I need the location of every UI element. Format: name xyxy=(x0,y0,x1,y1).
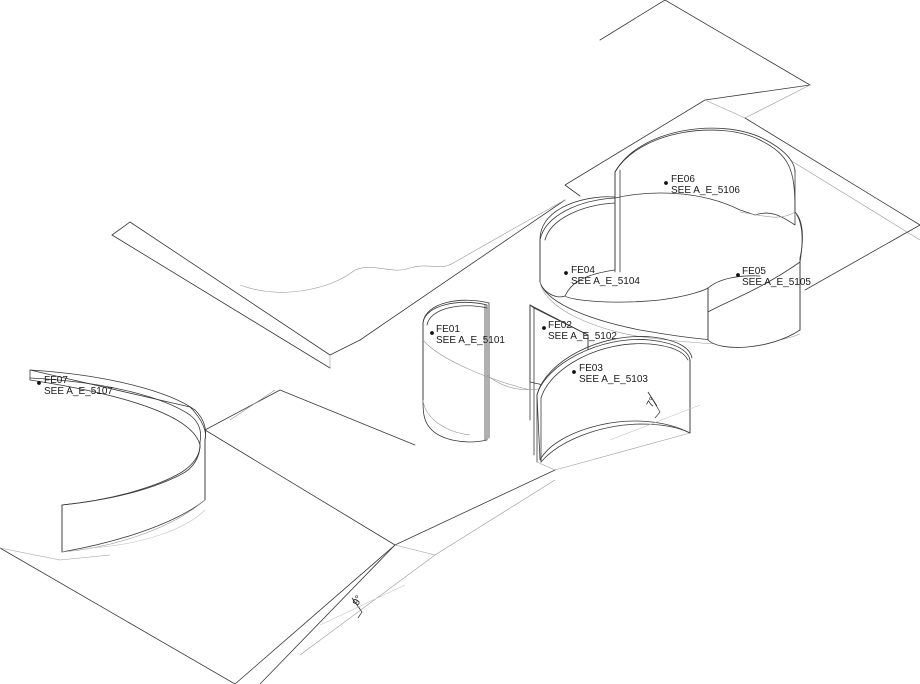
callout-code: FE07 xyxy=(44,375,68,386)
callout-fe07: FE07 SEE A_E_5107 xyxy=(37,375,113,397)
callout-ref: SEE A_E_5102 xyxy=(548,331,617,342)
callout-code: FE05 xyxy=(742,266,766,277)
callout-ref: SEE A_E_5103 xyxy=(579,374,648,385)
callout-fe05: FE05 SEE A_E_5105 xyxy=(736,266,811,288)
callout-code: FE02 xyxy=(548,320,572,331)
callout-ref: SEE A_E_5106 xyxy=(671,185,740,196)
callout-ref: SEE A_E_5105 xyxy=(742,277,811,288)
slope-angle-label-ramp: 9° xyxy=(351,594,365,608)
slope-dimension-ramp: 9° xyxy=(319,584,406,626)
callout-code: FE03 xyxy=(579,363,603,374)
callout-ref: SEE A_E_5107 xyxy=(44,386,113,397)
callout-code: FE01 xyxy=(436,324,460,335)
callout-ref: SEE A_E_5101 xyxy=(436,335,505,346)
slope-angle-label-right: 7° xyxy=(645,396,659,410)
wall-fe03 xyxy=(536,336,693,471)
callout-fe06: FE06 SEE A_E_5106 xyxy=(664,174,740,196)
wall-group-fe04-fe06 xyxy=(539,127,803,348)
callout-fe01: FE01 SEE A_E_5101 xyxy=(430,324,505,346)
callout-ref: SEE A_E_5104 xyxy=(571,276,640,287)
callout-fe03: FE03 SEE A_E_5103 xyxy=(572,363,648,385)
wall-fe07 xyxy=(29,369,207,553)
wall-fe01 xyxy=(422,299,531,443)
callout-code: FE04 xyxy=(571,265,595,276)
callout-fe04: FE04 SEE A_E_5104 xyxy=(564,265,640,287)
callout-code: FE06 xyxy=(671,174,695,185)
callout-fe02: FE02 SEE A_E_5102 xyxy=(542,320,617,342)
slope-dimension-right: 7° xyxy=(609,391,701,441)
